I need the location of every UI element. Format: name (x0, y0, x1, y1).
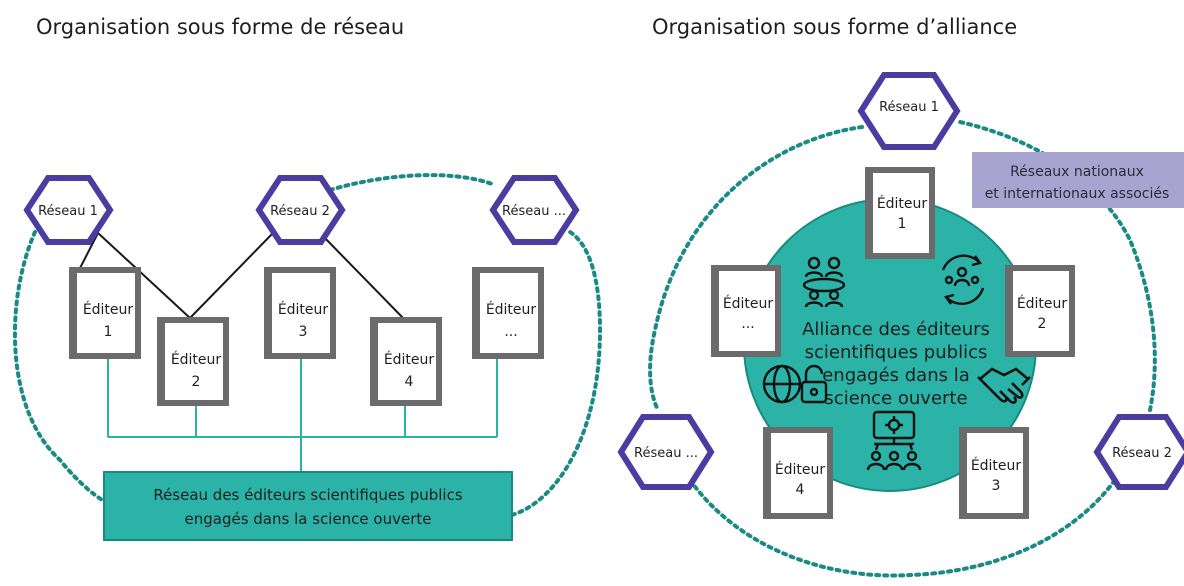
publisher-book-3-number: 3 (299, 324, 308, 340)
alliance-book-4-label: Éditeur (775, 461, 826, 478)
alliance-book-1: Éditeur 1 (865, 167, 935, 259)
network-box: Réseau des éditeurs scientifiques public… (103, 471, 513, 541)
associated-networks-line1: Réseaux nationaux (1010, 164, 1144, 180)
alliance-hex-2: Réseau 2 (1093, 414, 1184, 490)
network-hex-more: Réseau ... (489, 175, 580, 245)
alliance-book-2: Éditeur 2 (1005, 265, 1075, 357)
associated-networks-line2: et internationaux associés (985, 186, 1170, 202)
left-network-ring (12, 173, 603, 517)
network-hex-1-label: Réseau 1 (38, 204, 98, 219)
alliance-book-1-number: 1 (898, 216, 907, 232)
alliance-book-3-number: 3 (992, 478, 1001, 494)
network-hex-2-label: Réseau 2 (270, 204, 330, 219)
alliance-book-1-label: Éditeur (877, 195, 928, 212)
publisher-book-more-number: ... (504, 324, 517, 340)
network-links (77, 232, 406, 321)
team-cycle-icon (941, 254, 985, 305)
publisher-book-2-label: Éditeur (171, 351, 222, 368)
alliance-hex-2-label: Réseau 2 (1112, 446, 1172, 461)
alliance-book-4: Éditeur 4 (763, 427, 833, 519)
alliance-hex-more-label: Réseau ... (634, 446, 698, 461)
publisher-bus-lines (107, 356, 498, 472)
publisher-book-1: Éditeur 1 (69, 267, 141, 359)
alliance-book-4-number: 4 (796, 482, 805, 498)
meeting-icon (802, 256, 846, 308)
alliance-book-2-label: Éditeur (1017, 295, 1068, 312)
network-hex-1: Réseau 1 (23, 175, 114, 245)
alliance-center-text: Alliance des éditeurs scientifiques publ… (802, 319, 990, 409)
alliance-book-more-number: ... (741, 316, 754, 332)
alliance-hex-1-label: Réseau 1 (879, 100, 939, 115)
left-title: Organisation sous forme de réseau (36, 15, 404, 39)
alliance-hex-more: Réseau ... (617, 414, 715, 490)
alliance-book-more-label: Éditeur (723, 295, 774, 312)
publisher-book-2-number: 2 (192, 374, 201, 390)
alliance-center-line3: engagés dans la (822, 365, 970, 386)
publisher-book-3: Éditeur 3 (264, 267, 336, 359)
alliance-book-3-label: Éditeur (971, 457, 1022, 474)
publisher-book-1-label: Éditeur (83, 301, 134, 318)
publisher-book-4-number: 4 (405, 374, 414, 390)
left-panel: Organisation sous forme de réseau Réseau… (12, 15, 603, 541)
publisher-book-more: Éditeur ... (472, 267, 544, 359)
alliance-center-line1: Alliance des éditeurs (802, 319, 990, 340)
right-panel: Organisation sous forme d’alliance Résea… (617, 15, 1184, 578)
network-box-line1: Réseau des éditeurs scientifiques public… (153, 486, 463, 504)
publisher-book-4-label: Éditeur (384, 351, 435, 368)
alliance-outer-ring (648, 120, 1157, 578)
alliance-hex-1: Réseau 1 (857, 72, 961, 150)
network-hex-2: Réseau 2 (255, 175, 346, 245)
alliance-center-line2: scientifiques publics (805, 342, 988, 363)
associated-networks-box: Réseaux nationaux et internationaux asso… (972, 152, 1184, 208)
publisher-book-4: Éditeur 4 (370, 317, 442, 406)
open-access-globe-icon (762, 364, 828, 404)
handshake-icon (977, 367, 1031, 404)
alliance-book-2-number: 2 (1038, 316, 1047, 332)
alliance-book-3: Éditeur 3 (959, 427, 1029, 519)
publisher-book-2: Éditeur 2 (157, 317, 229, 406)
network-box-line2: engagés dans la science ouverte (185, 510, 432, 528)
publisher-book-1-number: 1 (104, 324, 113, 340)
right-title: Organisation sous forme d’alliance (652, 15, 1017, 39)
network-hex-more-label: Réseau ... (502, 204, 566, 219)
publisher-book-3-label: Éditeur (278, 301, 329, 318)
alliance-center-line4: science ouverte (824, 388, 967, 409)
publisher-book-more-label: Éditeur (486, 301, 537, 318)
presentation-icon (866, 410, 922, 471)
alliance-book-more: Éditeur ... (711, 265, 781, 357)
